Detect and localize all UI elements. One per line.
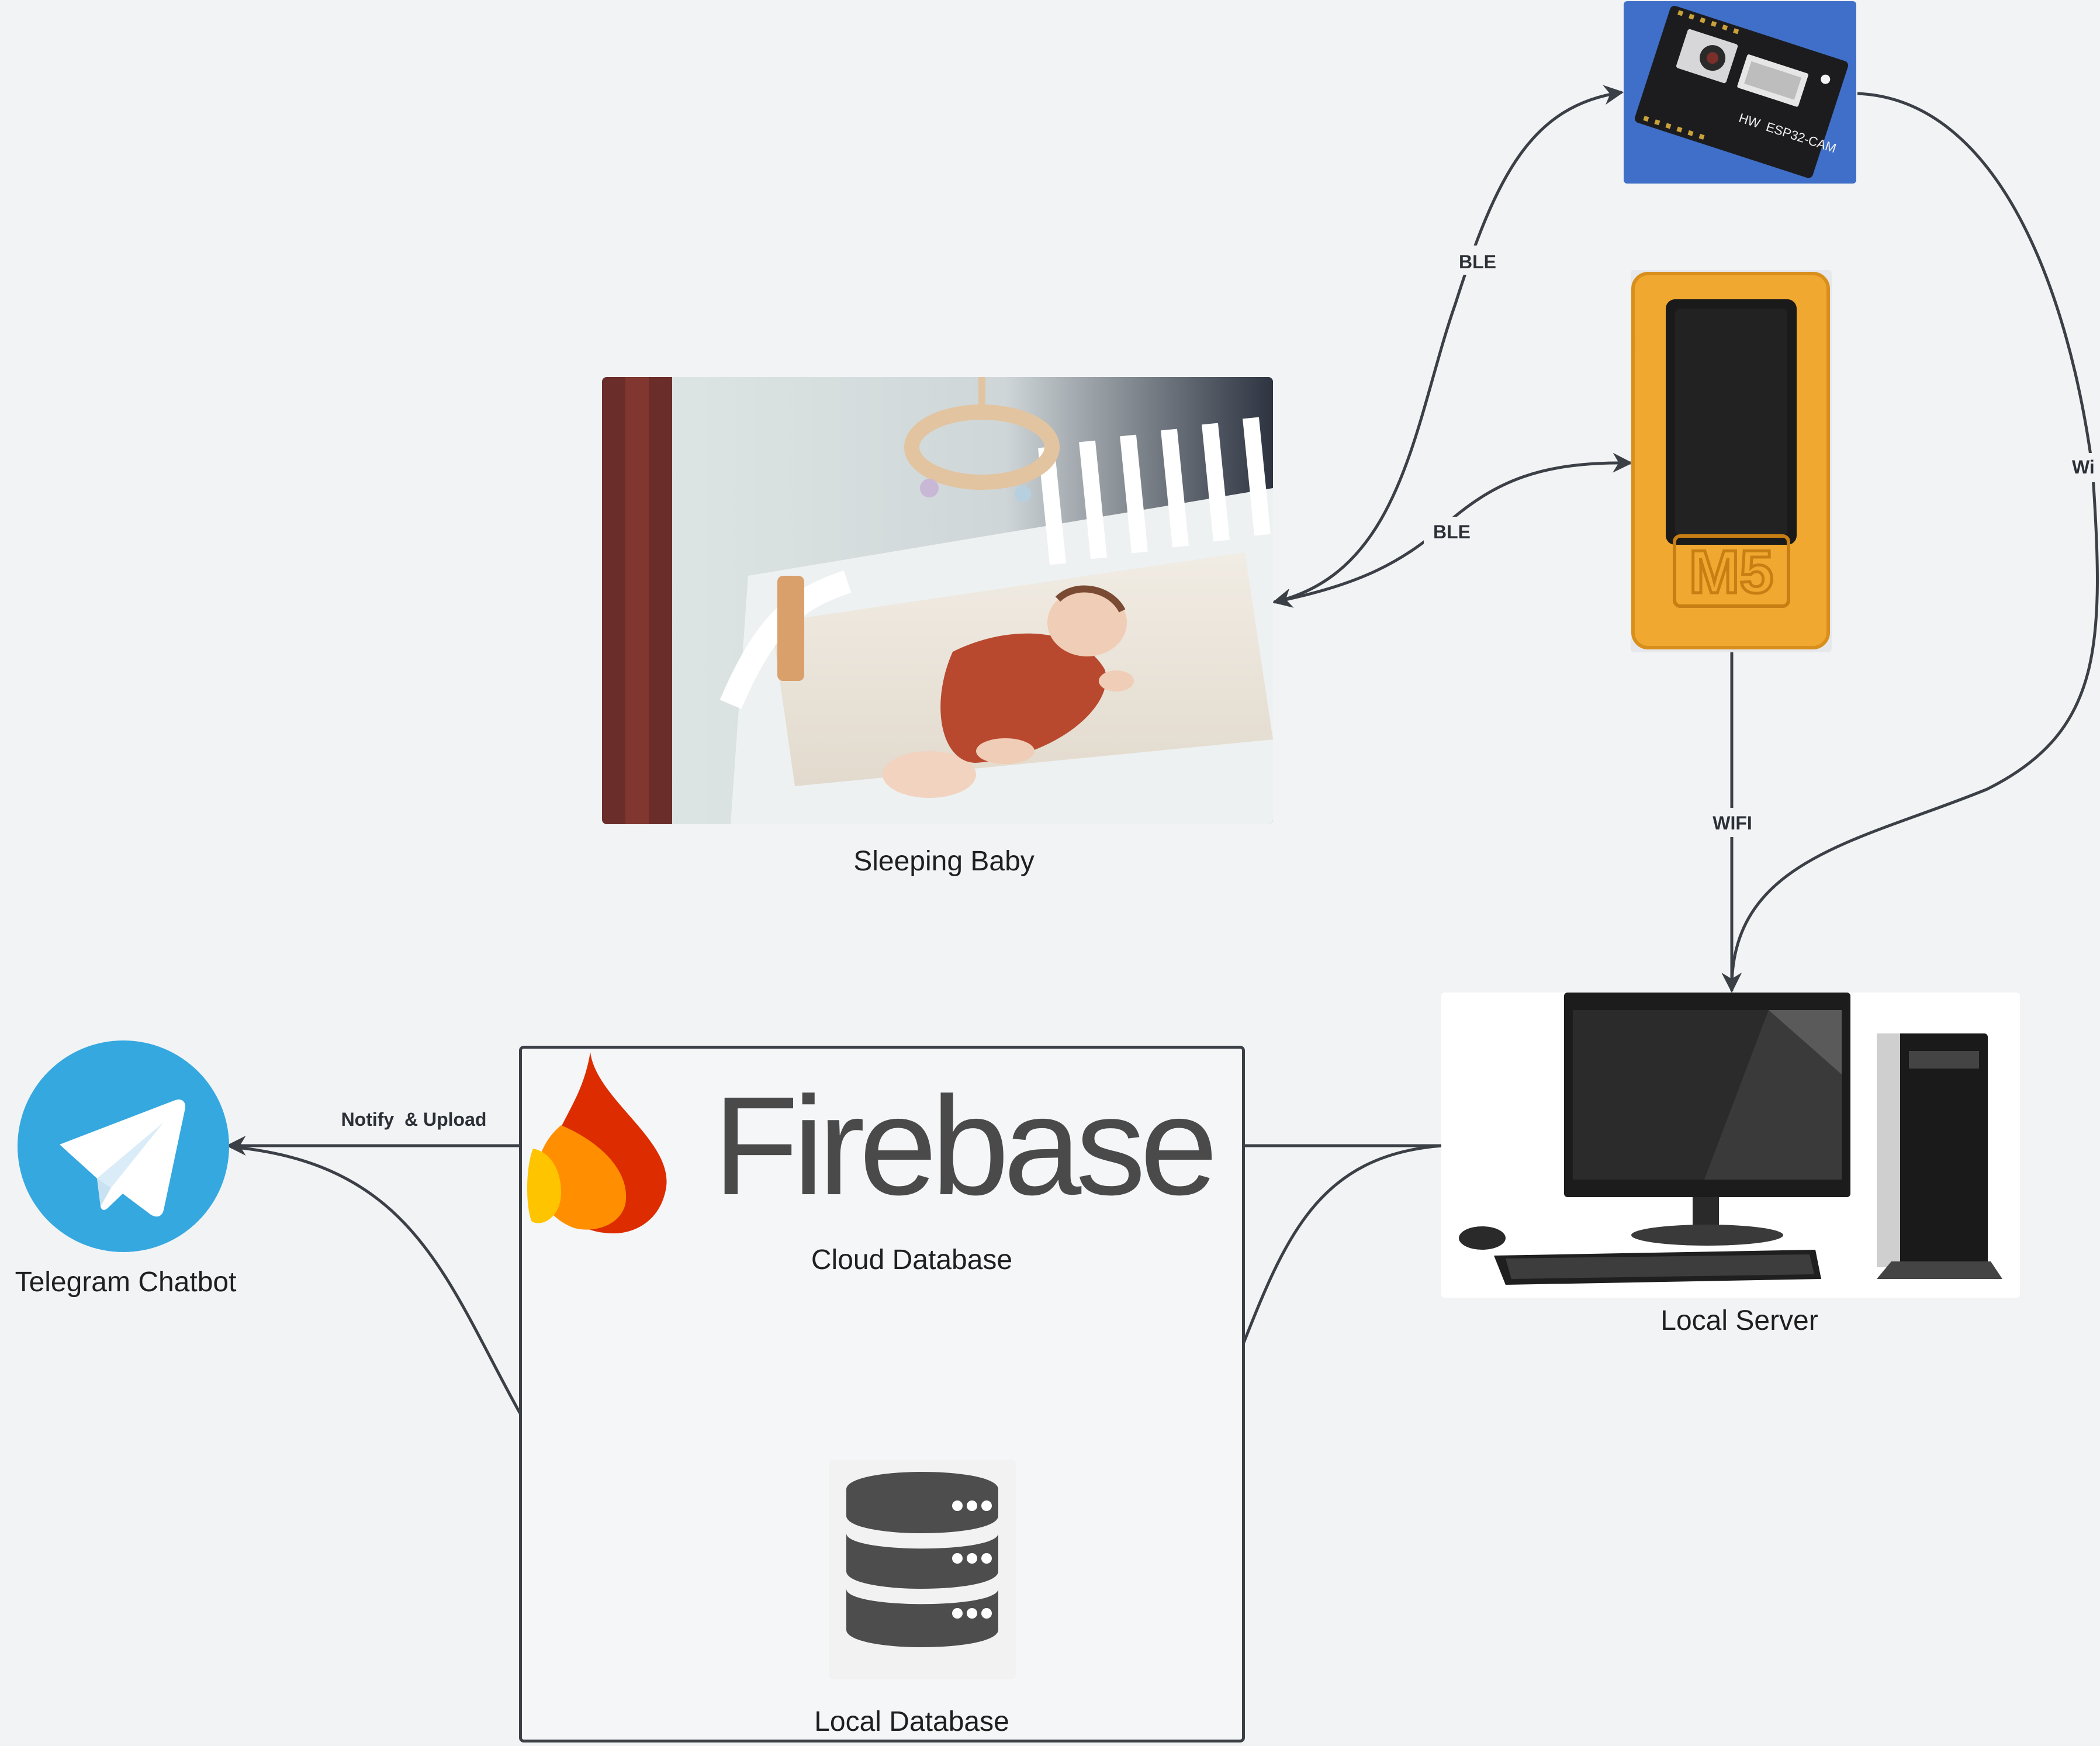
edge-label-esp32-server: Wi [2072, 457, 2095, 478]
local-database-node [829, 1460, 1016, 1679]
edge-label-bg [1424, 517, 1480, 546]
baby-crib-image [602, 377, 1273, 824]
firebase-caption: Cloud Database [811, 1244, 1013, 1275]
server-caption: Local Server [1660, 1305, 1818, 1336]
desktop-computer-icon [1459, 993, 2002, 1285]
telegram-caption: Telegram Chatbot [15, 1267, 237, 1298]
m5-device-node: M5 [1631, 270, 1832, 652]
telegram-icon [18, 1040, 229, 1252]
sleeping-baby-photo [602, 377, 1273, 824]
edge-label-firebase-telegram: Notify & Upload [341, 1109, 487, 1130]
edge-label-baby-m5: BLE [1433, 521, 1471, 542]
edge-label-bg [1449, 246, 1506, 275]
firebase-flame-icon [527, 1052, 667, 1233]
database-icon [846, 1472, 998, 1647]
m5-logo: M5 [1689, 538, 1773, 606]
local-database-caption: Local Database [814, 1706, 1009, 1737]
edge-esp32-server [1721, 92, 2099, 993]
edge-label-baby-esp32: BLE [1459, 251, 1496, 272]
edge-label-m5-server: WIFI [1712, 813, 1752, 834]
edge-baby-esp32 [1272, 85, 1624, 608]
local-server-node [1441, 993, 2020, 1298]
esp32-cam-node: HW ESP32-CAM [1624, 1, 1856, 184]
baby-caption: Sleeping Baby [853, 846, 1035, 877]
edge-label-bg [1701, 808, 1764, 837]
edge-label-bg [330, 1105, 500, 1134]
m5-device-icon: M5 [1631, 272, 1830, 649]
edge-label-bg [2069, 453, 2100, 482]
firebase-wordmark: Firebase [713, 1067, 1218, 1224]
esp32-cam-board-icon: HW ESP32-CAM [1635, 6, 1849, 178]
